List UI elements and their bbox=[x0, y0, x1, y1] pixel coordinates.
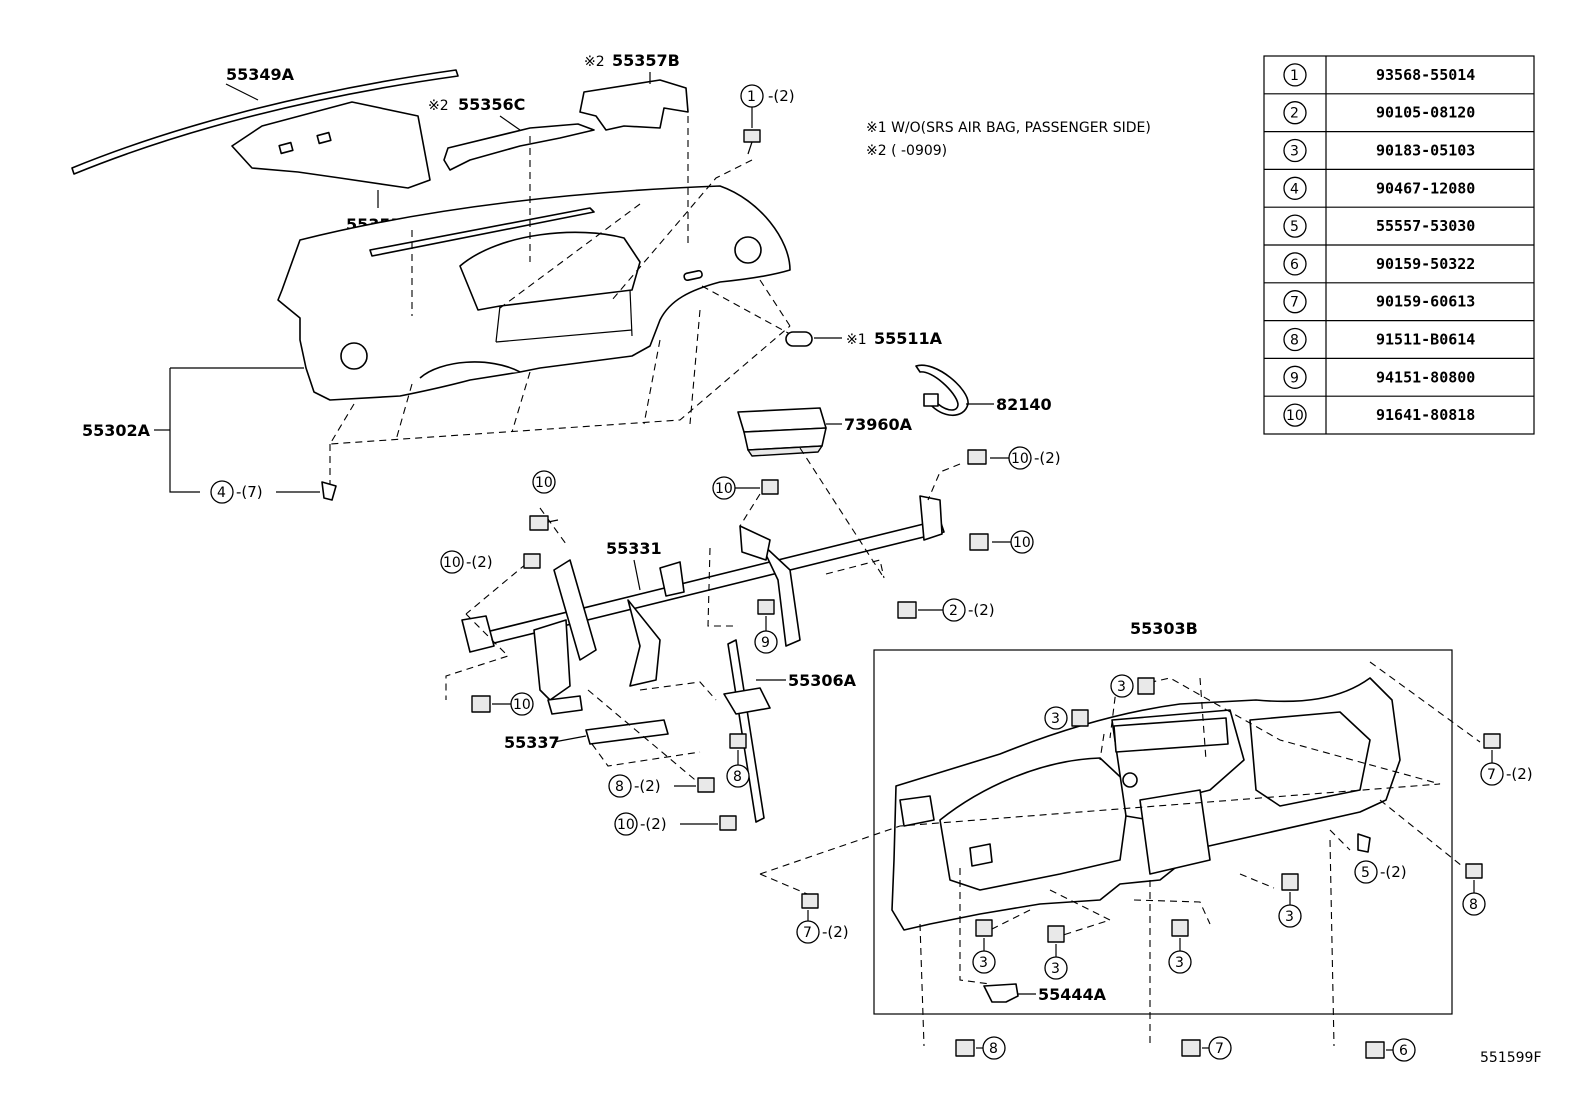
qty-7b: -(2) bbox=[822, 923, 849, 941]
callout-8-b: 8 bbox=[615, 779, 624, 795]
label-55356C: 55356C bbox=[458, 95, 525, 114]
box-55303B bbox=[873, 649, 1453, 1015]
callout-5-a: 5 bbox=[1361, 865, 1370, 881]
callout-10-d: 10 bbox=[1011, 451, 1029, 467]
qty-7a: -(2) bbox=[1506, 765, 1533, 783]
part-55331-support bbox=[461, 495, 945, 823]
callout-10-g: 10 bbox=[617, 817, 635, 833]
part-55356C bbox=[443, 123, 595, 171]
callout-3-c: 3 bbox=[979, 955, 988, 971]
table-part-code: 90105-08120 bbox=[1376, 104, 1475, 122]
qty-5: -(2) bbox=[1380, 863, 1407, 881]
table-part-code: 90183-05103 bbox=[1376, 142, 1475, 160]
label-82140: 82140 bbox=[996, 395, 1052, 414]
table-ref-circle bbox=[1283, 290, 1307, 314]
qty-10b: -(2) bbox=[1034, 449, 1061, 467]
table-part-code: 93568-55014 bbox=[1376, 66, 1475, 84]
qty-1: -(2) bbox=[768, 87, 795, 105]
part-55355-pad bbox=[231, 101, 431, 189]
table-ref: 2 bbox=[1290, 106, 1299, 122]
label-55444A: 55444A bbox=[1038, 985, 1107, 1004]
label-55303B: 55303B bbox=[1130, 619, 1198, 638]
callout-8-a: 8 bbox=[733, 769, 742, 785]
table-ref-circle bbox=[1283, 252, 1307, 276]
part-55511A bbox=[785, 331, 813, 347]
callout-10-f: 10 bbox=[513, 697, 531, 713]
qty-10c: -(2) bbox=[640, 815, 667, 833]
table-ref: 5 bbox=[1290, 219, 1299, 235]
qty-2: -(2) bbox=[968, 601, 995, 619]
part-82140 bbox=[915, 364, 969, 417]
table-part-code: 90467-12080 bbox=[1376, 179, 1475, 197]
mark-2-a: ※2 bbox=[428, 98, 449, 114]
callout-4-a: 4 bbox=[217, 485, 226, 501]
lower-callouts: 3 3 3 3 3 3 7 -(2) 5 -(2) 8 bbox=[796, 674, 1533, 1062]
table-part-code: 90159-50322 bbox=[1376, 255, 1475, 273]
qty-4: -(7) bbox=[236, 483, 263, 501]
label-55349A: 55349A bbox=[226, 65, 295, 84]
label-55511A: 55511A bbox=[874, 329, 943, 348]
part-55349A-strip bbox=[71, 69, 459, 175]
table-ref-circle bbox=[1283, 176, 1307, 200]
part-55444A bbox=[983, 983, 1019, 1003]
table-ref: 7 bbox=[1290, 295, 1299, 311]
table-ref-circle bbox=[1283, 214, 1307, 238]
label-55357B: 55357B bbox=[612, 51, 680, 70]
part-55357B bbox=[579, 79, 689, 131]
note-2: ※2 ( -0909) bbox=[866, 143, 947, 159]
table-part-code: 91641-80818 bbox=[1376, 406, 1475, 424]
part-55303B-lower-panel bbox=[891, 677, 1401, 931]
callout-10-a: 10 bbox=[535, 475, 553, 491]
callout-3-e: 3 bbox=[1175, 955, 1184, 971]
callout-1-a: 1 bbox=[747, 89, 756, 105]
table-part-code: 90159-60613 bbox=[1376, 293, 1475, 311]
support-callouts: 10 10 -(2) 10 10 -(2) 10 2 -(2) 9 10 bbox=[440, 446, 1061, 836]
mark-2-b: ※2 bbox=[584, 54, 605, 70]
table-part-code: 55557-53030 bbox=[1376, 217, 1475, 235]
table-ref-circle bbox=[1283, 138, 1307, 163]
callout-10-b: 10 bbox=[443, 555, 461, 571]
table-ref: 6 bbox=[1290, 257, 1299, 273]
table-ref-circle bbox=[1283, 327, 1307, 352]
table-ref: 1 bbox=[1290, 68, 1299, 84]
table-ref-circle bbox=[1283, 403, 1307, 427]
parts-table: 1 93568-55014 2 90105-08120 3 90183-05103 4 904… bbox=[1263, 55, 1535, 435]
callout-10-c: 10 bbox=[715, 481, 733, 497]
mark-1: ※1 bbox=[846, 332, 867, 348]
qty-10a: -(2) bbox=[466, 553, 493, 571]
table-ref: 8 bbox=[1290, 333, 1299, 349]
callout-8-d: 8 bbox=[989, 1041, 998, 1057]
callout-7-c: 7 bbox=[1215, 1041, 1224, 1057]
label-55337: 55337 bbox=[504, 733, 560, 752]
table-ref: 10 bbox=[1286, 408, 1304, 424]
callout-3-a: 3 bbox=[1117, 679, 1126, 695]
table-ref: 3 bbox=[1290, 144, 1299, 160]
callout-3-d: 3 bbox=[1051, 961, 1060, 977]
callout-3-b: 3 bbox=[1051, 711, 1060, 727]
table-ref-circle bbox=[1283, 101, 1307, 125]
callout-6-a: 6 bbox=[1399, 1043, 1408, 1059]
table-ref: 9 bbox=[1290, 370, 1299, 386]
callout-9-a: 9 bbox=[761, 635, 770, 651]
table-ref: 4 bbox=[1290, 181, 1299, 197]
figure-id: 551599F bbox=[1480, 1050, 1542, 1066]
label-55331: 55331 bbox=[606, 539, 662, 558]
qty-8: -(2) bbox=[634, 777, 661, 795]
table-part-code: 94151-80800 bbox=[1376, 368, 1475, 386]
part-73960A bbox=[737, 407, 827, 457]
callout-7-a: 7 bbox=[1487, 767, 1496, 783]
callout-10-e: 10 bbox=[1013, 535, 1031, 551]
label-55306A: 55306A bbox=[788, 671, 857, 690]
callout-8-c: 8 bbox=[1469, 897, 1478, 913]
label-73960A: 73960A bbox=[844, 415, 913, 434]
table-ref-circle bbox=[1283, 365, 1307, 389]
note-1: ※1 W/O(SRS AIR BAG, PASSENGER SIDE) bbox=[866, 120, 1151, 136]
callout-2-a: 2 bbox=[949, 603, 958, 619]
callout-3-f: 3 bbox=[1285, 909, 1294, 925]
table-part-code: 91511-B0614 bbox=[1376, 331, 1475, 349]
table-ref-circle bbox=[1283, 63, 1307, 87]
callout-7-b: 7 bbox=[803, 925, 812, 941]
label-55302A: 55302A bbox=[82, 421, 151, 440]
